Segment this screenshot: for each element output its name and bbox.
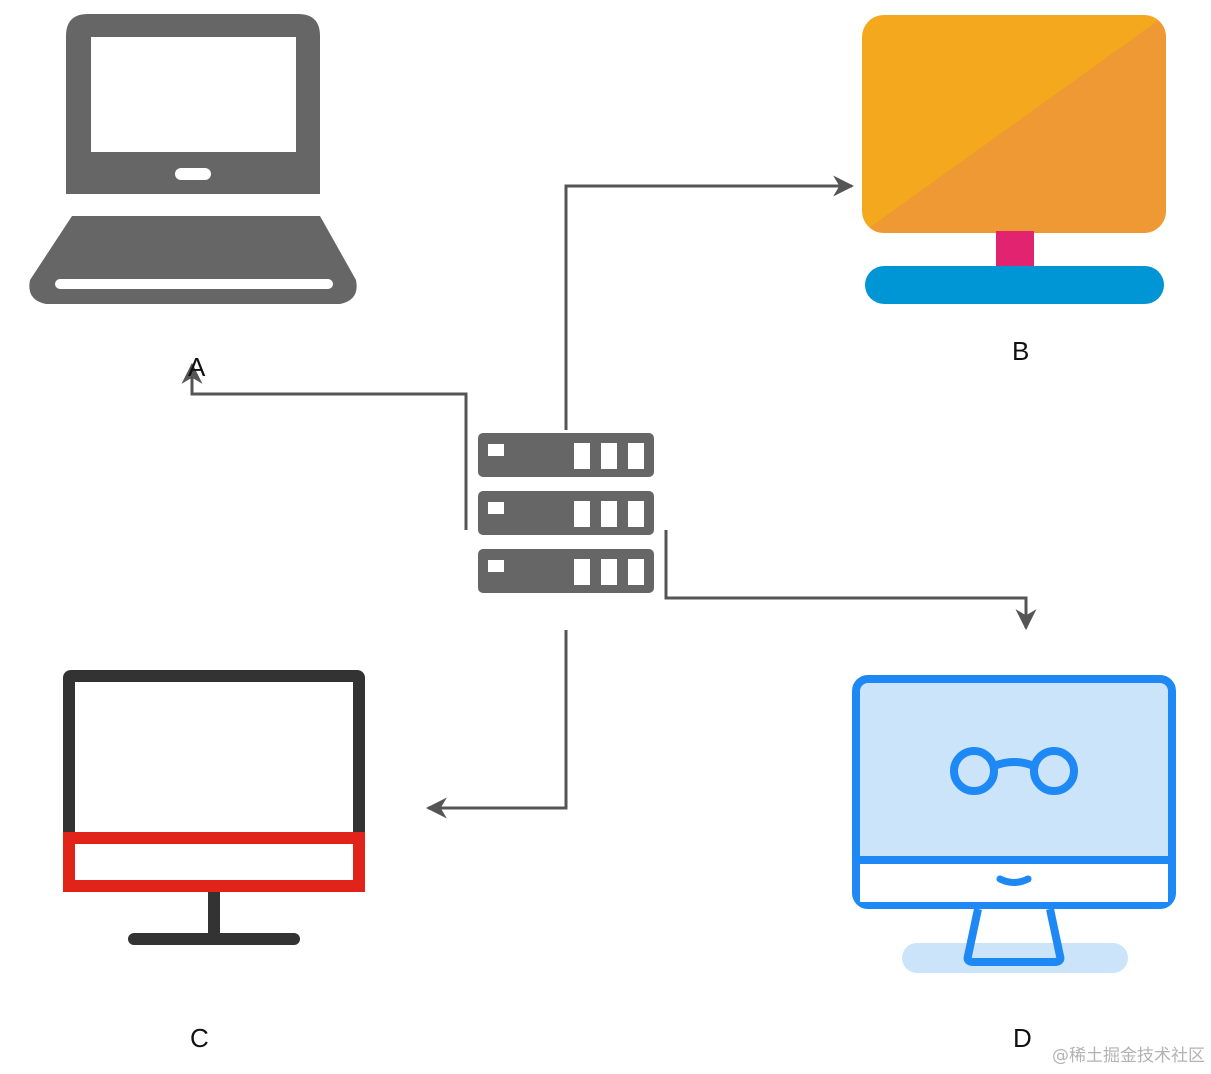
server-unit bbox=[478, 433, 654, 477]
node-label-b: B bbox=[1012, 336, 1030, 366]
node-label-d: D bbox=[1013, 1023, 1032, 1053]
edge-hub-to-c bbox=[425, 630, 568, 819]
server-unit bbox=[478, 549, 654, 593]
computer-glasses-icon bbox=[852, 675, 1176, 973]
laptop-icon bbox=[29, 14, 357, 304]
server-stack-icon bbox=[478, 433, 654, 593]
node-label-a: A bbox=[188, 352, 206, 382]
desktop-monitor-icon bbox=[63, 670, 365, 945]
node-label-c: C bbox=[190, 1023, 209, 1053]
server-unit bbox=[478, 491, 654, 535]
watermark: @稀土掘金技术社区 bbox=[1052, 1046, 1205, 1066]
edge-hub-to-d bbox=[664, 530, 1037, 631]
edge-hub-to-a bbox=[181, 362, 468, 530]
edge-hub-to-b bbox=[564, 175, 855, 430]
connectors bbox=[181, 175, 1037, 819]
monitor-icon bbox=[862, 15, 1166, 304]
